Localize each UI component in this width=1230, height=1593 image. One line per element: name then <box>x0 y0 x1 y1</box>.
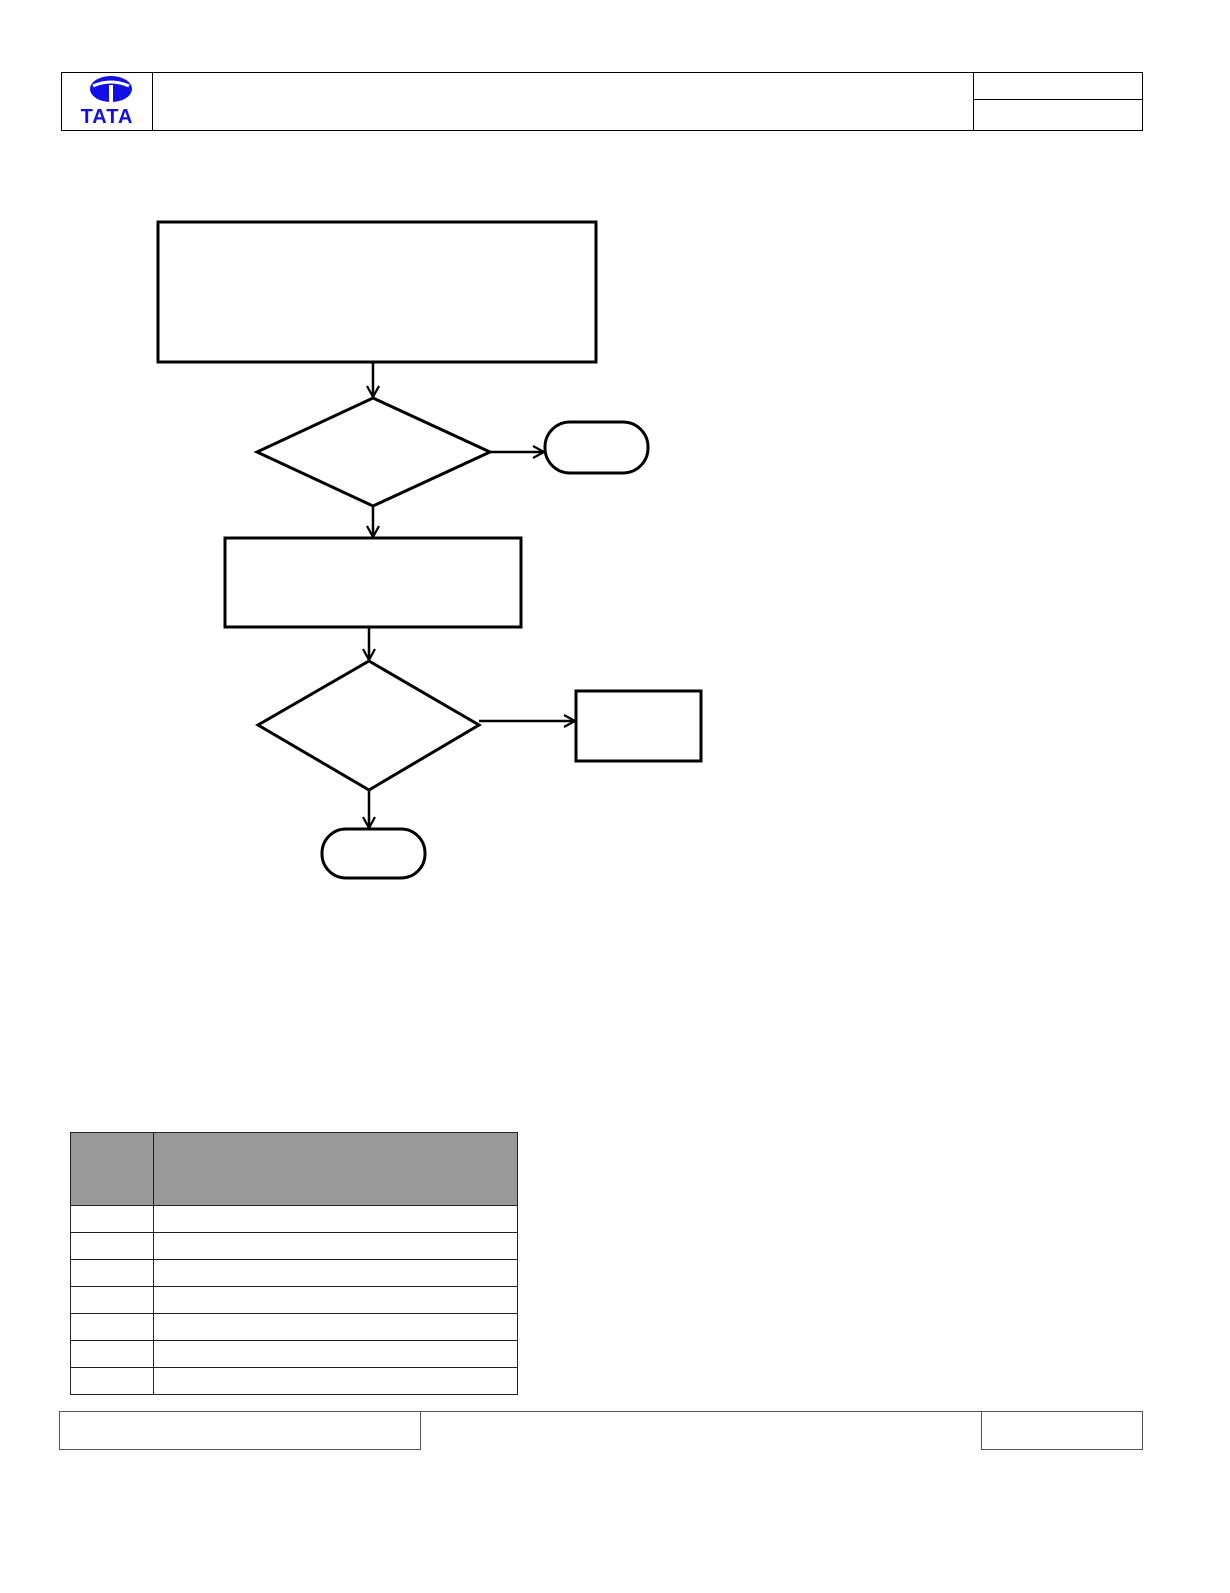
footer-divider <box>420 1411 982 1412</box>
table-row <box>70 1313 518 1341</box>
tata-logo-icon <box>90 76 132 103</box>
terminal-2 <box>320 827 427 880</box>
table-row <box>70 1367 518 1395</box>
terminal-1 <box>543 420 650 475</box>
logo-brand-text: TATA <box>80 106 134 128</box>
footer-left-cell <box>59 1411 421 1450</box>
process-box-2 <box>223 536 523 629</box>
table-cell <box>70 1313 154 1341</box>
process-box-3 <box>574 689 703 763</box>
table-row <box>70 1259 518 1287</box>
table-cell <box>70 1340 154 1368</box>
table-cell <box>70 1205 154 1233</box>
revision-table <box>70 1132 518 1395</box>
decision-diamond-2 <box>255 659 482 792</box>
process-box-1 <box>156 220 598 364</box>
table-cell <box>153 1313 518 1341</box>
table-header-cell <box>153 1132 518 1206</box>
header-logo-cell: TATA <box>61 72 153 131</box>
table-cell <box>70 1367 154 1395</box>
table-row <box>70 1232 518 1260</box>
table-header-cell <box>70 1132 154 1206</box>
header-revision-cell <box>973 99 1143 131</box>
table-cell <box>153 1259 518 1287</box>
table-cell <box>153 1232 518 1260</box>
table-cell <box>70 1259 154 1287</box>
table-cell <box>153 1205 518 1233</box>
table-cell <box>70 1286 154 1314</box>
flowchart <box>156 220 703 880</box>
table-cell <box>70 1232 154 1260</box>
table-cell <box>153 1286 518 1314</box>
decision-diamond-1 <box>253 396 494 508</box>
table-row <box>70 1340 518 1368</box>
table-cell <box>153 1367 518 1395</box>
table-row <box>70 1286 518 1314</box>
footer-page-cell <box>981 1411 1143 1450</box>
table-row <box>70 1205 518 1233</box>
table-header-row <box>70 1132 518 1206</box>
table-cell <box>153 1340 518 1368</box>
